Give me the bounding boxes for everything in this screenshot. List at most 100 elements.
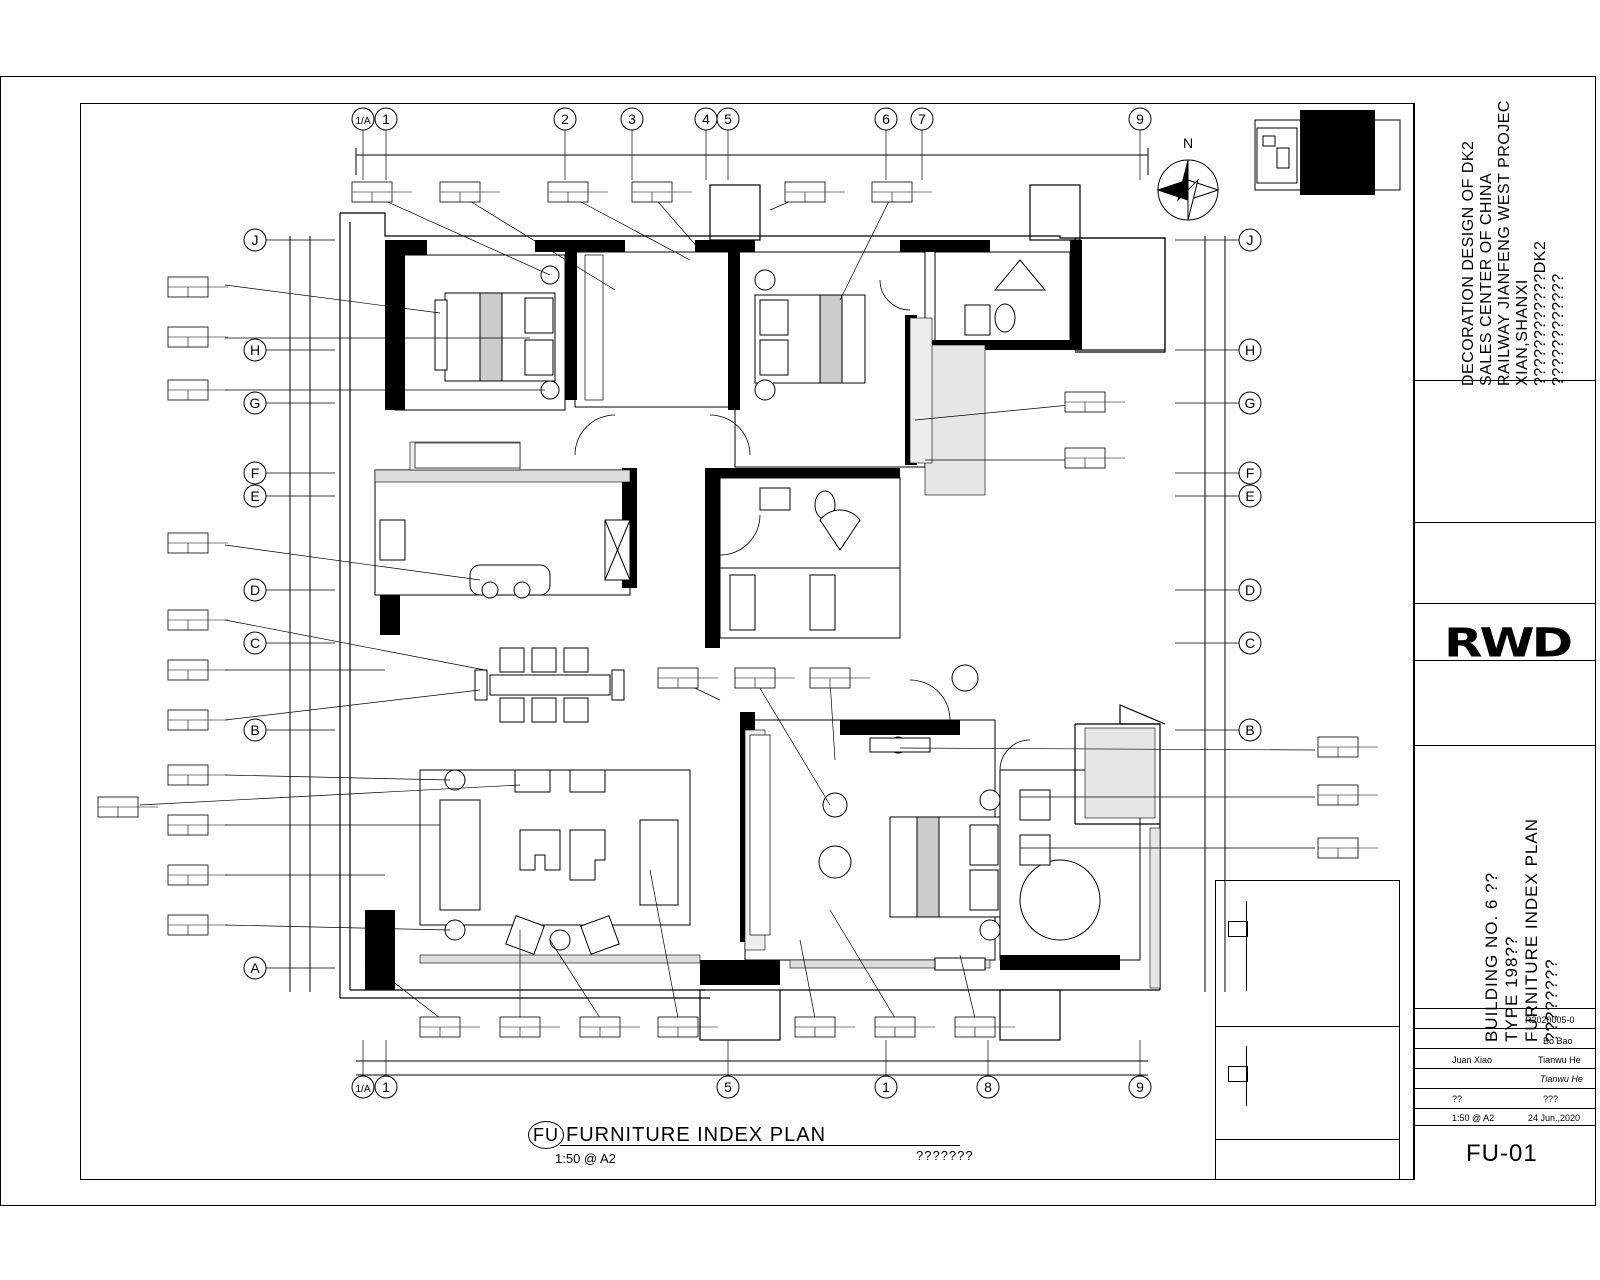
- drawn-by-name: Juan Xiao: [1452, 1055, 1493, 1065]
- furniture-tag: [167, 326, 228, 348]
- grid-bubble-right: C: [1238, 631, 1262, 655]
- furniture-tag: [167, 379, 228, 401]
- tb-divider: [1414, 1125, 1596, 1126]
- grid-bubble-left: D: [243, 578, 267, 602]
- top-dimension-lines: [355, 148, 1149, 175]
- furniture-tag: [167, 659, 228, 681]
- furniture-tag: [167, 609, 228, 631]
- grid-bubble-right-label: G: [1245, 395, 1256, 411]
- north-arrow-icon: N: [1156, 135, 1220, 221]
- project-line-4: XIAN,SHANXI: [1514, 279, 1531, 387]
- tb-divider: [1414, 1088, 1596, 1089]
- grid-bubble-bottom: 9: [1128, 1075, 1152, 1099]
- leader-lines: [139, 194, 1316, 1019]
- drawing-title: BUILDING NO. 6 ?? TYPE 198?? FURNITURE I…: [1482, 818, 1562, 1042]
- grid-bubble-left: J: [243, 228, 267, 252]
- exterior-walls: [339, 184, 1166, 1041]
- furniture-tag: [871, 181, 932, 203]
- grid-bubble-bottom-label: 1: [882, 1079, 890, 1095]
- furniture-tag: [1317, 784, 1378, 806]
- grid-bubble-bottom-label: 5: [724, 1079, 732, 1095]
- furniture-tag: [1317, 837, 1378, 859]
- furniture-tag: [167, 276, 228, 298]
- grid-bubble-top-label: 1/A: [355, 116, 370, 127]
- grid-bubble-left-label: H: [250, 342, 260, 358]
- fixtures: [379, 259, 1101, 971]
- sheet-scale-tb: 1:50 @ A2: [1452, 1113, 1495, 1123]
- grid-bubble-bottom-label: 1: [382, 1079, 390, 1095]
- furniture-tag: [631, 181, 692, 203]
- furniture-tag: [167, 764, 228, 786]
- grid-bubble-bottom: 1: [374, 1075, 398, 1099]
- grid-bubble-left: A: [243, 956, 267, 980]
- furniture-tag: [97, 796, 158, 818]
- living-room-furniture: [439, 769, 679, 955]
- issue-date: 24 Jun.,2020: [1528, 1113, 1581, 1123]
- grid-bubble-right: E: [1238, 484, 1262, 508]
- furniture-tag: [167, 814, 228, 836]
- grid-bubble-top: 5: [716, 107, 740, 131]
- project-line-6: ????????????: [1550, 273, 1567, 387]
- grid-bubble-left: H: [243, 338, 267, 362]
- bottom-dimension-lines: [356, 1060, 1148, 1076]
- tb-divider: [1414, 1108, 1596, 1109]
- checked-by-name: Tianwu He: [1538, 1055, 1581, 1065]
- grid-bubble-top-label: 6: [882, 111, 890, 127]
- tb-divider: [1414, 745, 1596, 746]
- drawing-border: [80, 103, 1414, 1180]
- grid-bubble-left: F: [243, 461, 267, 485]
- grid-bubble-bottom: 8: [976, 1075, 1000, 1099]
- grid-bubble-bottom: 1: [874, 1075, 898, 1099]
- north-label: N: [1183, 135, 1193, 151]
- grid-bubble-left: G: [243, 391, 267, 415]
- drawing-line-4: ????????: [1542, 958, 1561, 1043]
- tb-divider: [1414, 1028, 1596, 1029]
- grid-bubble-right-label: J: [1247, 232, 1254, 248]
- furniture-tag: [784, 181, 845, 203]
- furniture-tags-right: [1064, 391, 1378, 859]
- tb-divider: [1414, 1048, 1596, 1049]
- furniture-tag: [351, 181, 412, 203]
- furniture-tag: [794, 1016, 855, 1038]
- drawing-number: FU-01: [1466, 1140, 1538, 1167]
- furniture-tag: [734, 667, 795, 689]
- grid-bubble-left-label: E: [250, 488, 259, 504]
- grid-bubble-left-label: D: [250, 582, 260, 598]
- grid-bubble-right: D: [1238, 578, 1262, 602]
- status-a: ??: [1452, 1094, 1463, 1104]
- grid-bubble-bottom: 5: [716, 1075, 740, 1099]
- project-line-2: SALES CENTER OF CHINA: [1478, 172, 1495, 387]
- sheet-title-text: FURNITURE INDEX PLAN: [566, 1124, 827, 1146]
- grid-bubble-top: 3: [620, 107, 644, 131]
- firm-logo: RWD: [1444, 619, 1573, 667]
- right-dimension-lines: [1204, 236, 1226, 992]
- project-line-1: DECORATION DESIGN OF DK2: [1460, 140, 1477, 387]
- beds: [434, 292, 1001, 918]
- grid-bubble-right-label: C: [1245, 635, 1255, 651]
- grid-bubble-left: C: [243, 631, 267, 655]
- grid-bubble-right-label: F: [1246, 465, 1255, 481]
- sheet-tag: FU: [528, 1121, 564, 1149]
- tb-divider: [1414, 603, 1596, 604]
- furniture-tags-middle: [657, 667, 870, 689]
- furniture-tag: [1064, 447, 1125, 469]
- project-line-3: RAILWAY JIANFENG WEST PROJEC: [1496, 100, 1513, 387]
- sheet-outer-border: [0, 76, 1596, 1206]
- furniture-tag: [499, 1016, 560, 1038]
- furniture-tags-left: [97, 276, 228, 936]
- furniture-tag: [419, 1016, 480, 1038]
- grid-bubble-right: F: [1238, 461, 1262, 485]
- grid-bubble-left-label: F: [251, 465, 260, 481]
- title-underline: [560, 1145, 960, 1146]
- grid-bubble-left-label: C: [250, 635, 260, 651]
- furniture-tag: [1064, 391, 1125, 413]
- grid-bubble-top: 9: [1128, 107, 1152, 131]
- grid-bubble-bottom-label: 9: [1136, 1079, 1144, 1095]
- grid-bubble-right-label: D: [1245, 582, 1255, 598]
- grid-bubble-left-label: J: [252, 232, 259, 248]
- drawing-line-1: BUILDING NO. 6 ??: [1482, 871, 1501, 1043]
- tb-divider: [1414, 380, 1596, 381]
- grid-bubble-left: B: [243, 718, 267, 742]
- grid-bubble-top-label: 4: [702, 111, 710, 127]
